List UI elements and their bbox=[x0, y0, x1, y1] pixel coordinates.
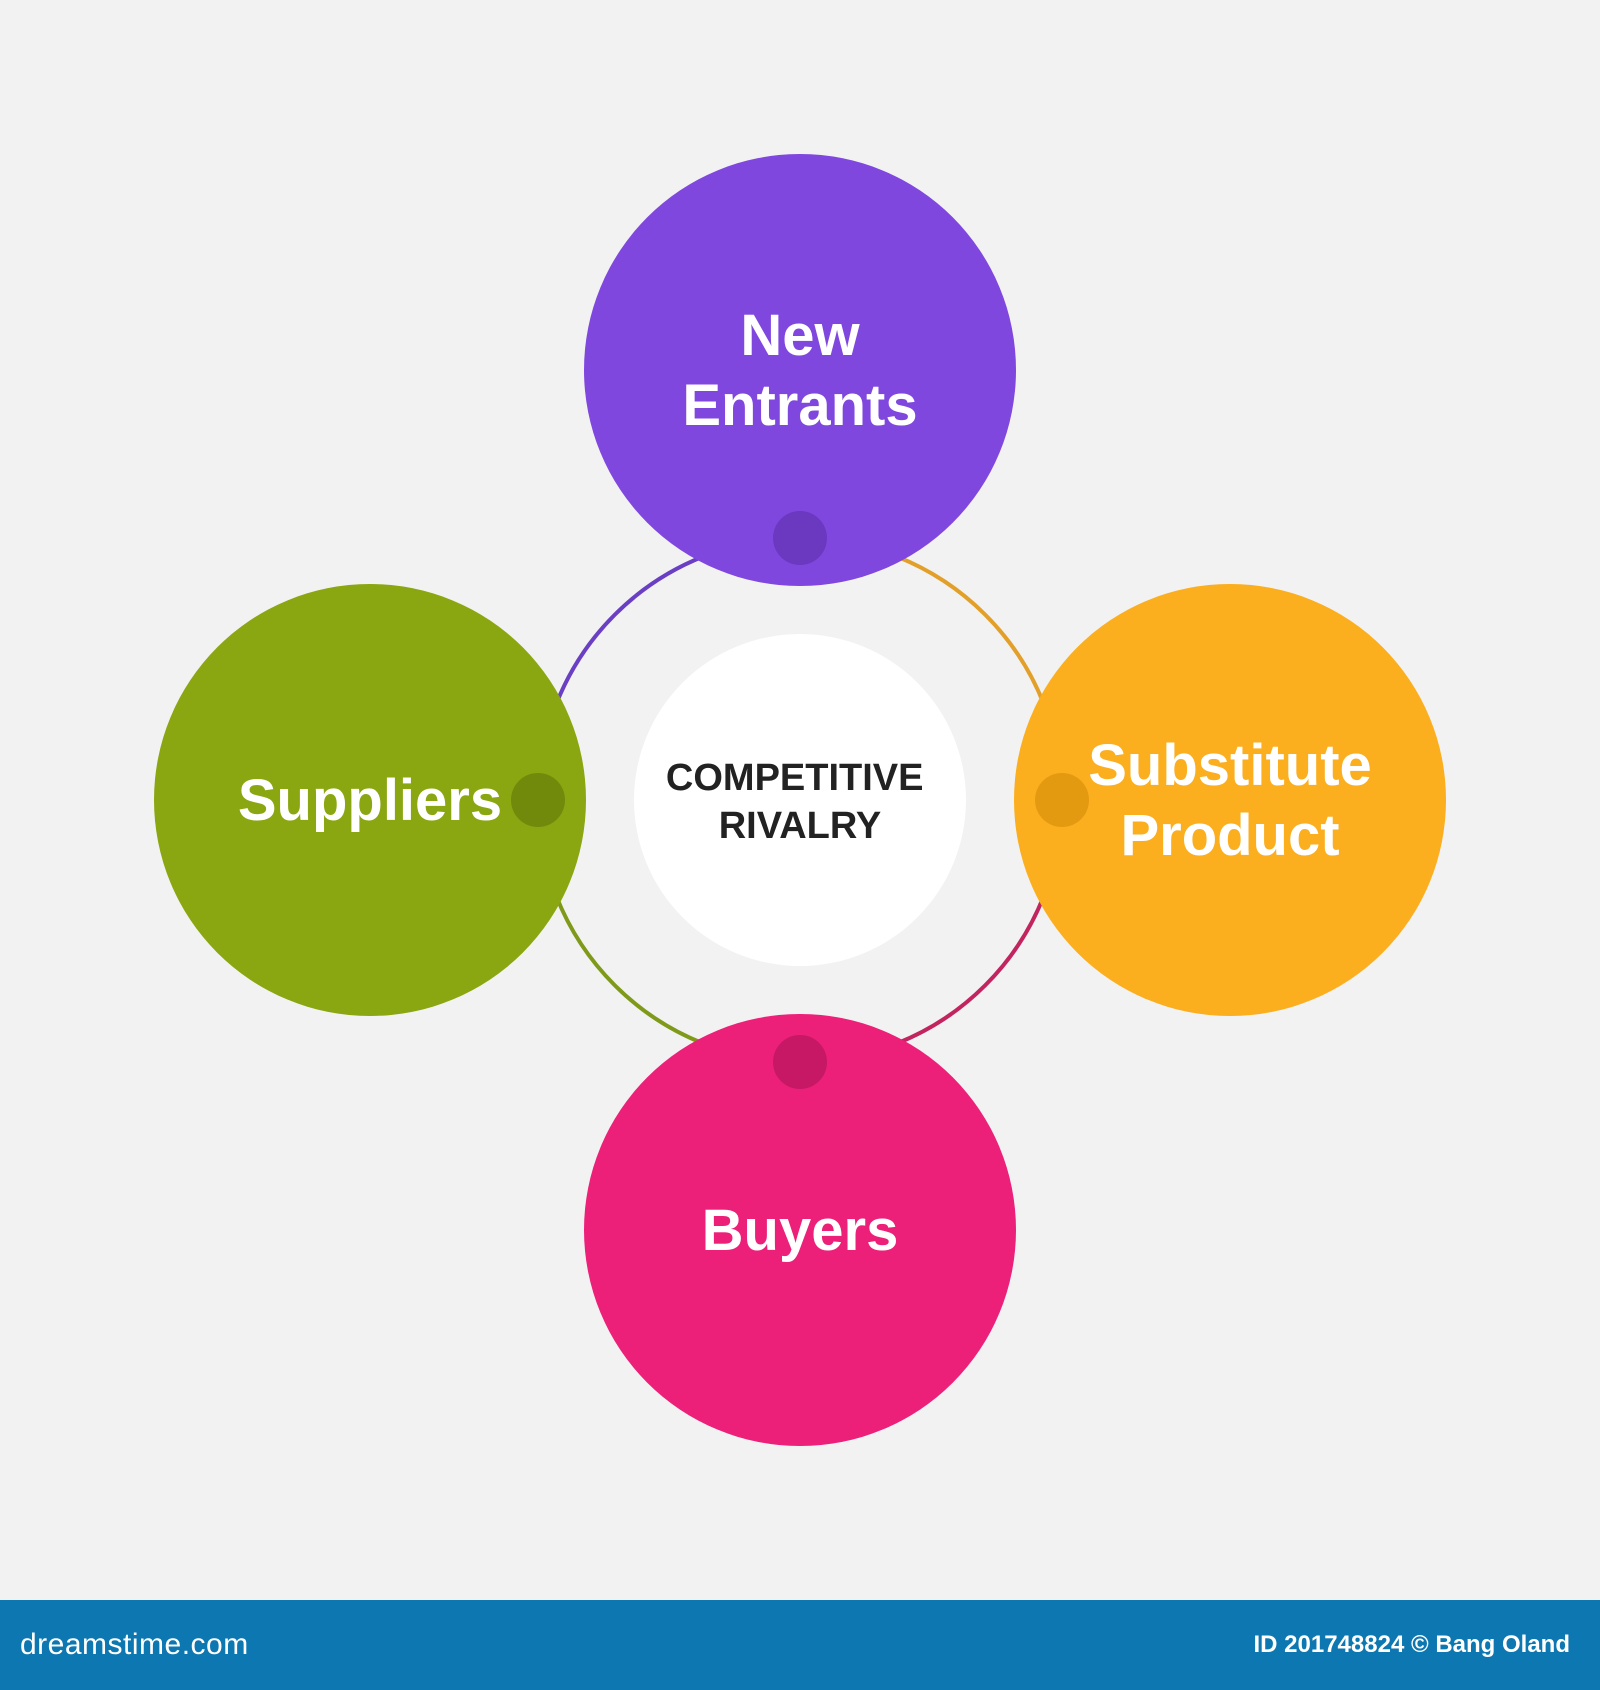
footer-credit-text: ID 201748824 © Bang Oland bbox=[1253, 1631, 1571, 1658]
node-suppliers: Suppliers bbox=[154, 584, 586, 1016]
connector-dot-suppliers bbox=[511, 773, 565, 827]
center-circle bbox=[634, 634, 966, 966]
center-label-line-1: COMPETITIVE bbox=[666, 757, 924, 799]
footer-bar: dreamstime.com ID 201748824 © Bang Oland bbox=[0, 1600, 1600, 1690]
footer-site-text[interactable]: dreamstime.com bbox=[20, 1628, 249, 1661]
node-label-suppliers: Suppliers bbox=[238, 768, 502, 833]
connector-dot-new-entrants bbox=[773, 511, 827, 565]
connector-dot-substitute-product bbox=[1035, 773, 1089, 827]
node-label-buyers: Buyers bbox=[702, 1198, 899, 1263]
center-node: COMPETITIVE RIVALRY bbox=[634, 634, 966, 966]
node-circle-buyers bbox=[584, 1014, 1016, 1446]
node-circle-suppliers bbox=[154, 584, 586, 1016]
node-label-line-substitute-product-1: Substitute bbox=[1088, 733, 1372, 798]
node-label-line-new-entrants-1: New bbox=[740, 303, 860, 368]
center-label: COMPETITIVE RIVALRY bbox=[666, 757, 934, 847]
node-label-line-buyers-1: Buyers bbox=[702, 1198, 899, 1263]
node-label-line-substitute-product-2: Product bbox=[1120, 803, 1339, 868]
center-label-line-2: RIVALRY bbox=[719, 805, 882, 847]
node-label-line-new-entrants-2: Entrants bbox=[682, 373, 917, 438]
node-circle-new-entrants bbox=[584, 154, 1016, 586]
node-buyers: Buyers bbox=[584, 1014, 1016, 1446]
node-label-line-suppliers-1: Suppliers bbox=[238, 768, 502, 833]
node-circle-substitute-product bbox=[1014, 584, 1446, 1016]
connector-dot-buyers bbox=[773, 1035, 827, 1089]
